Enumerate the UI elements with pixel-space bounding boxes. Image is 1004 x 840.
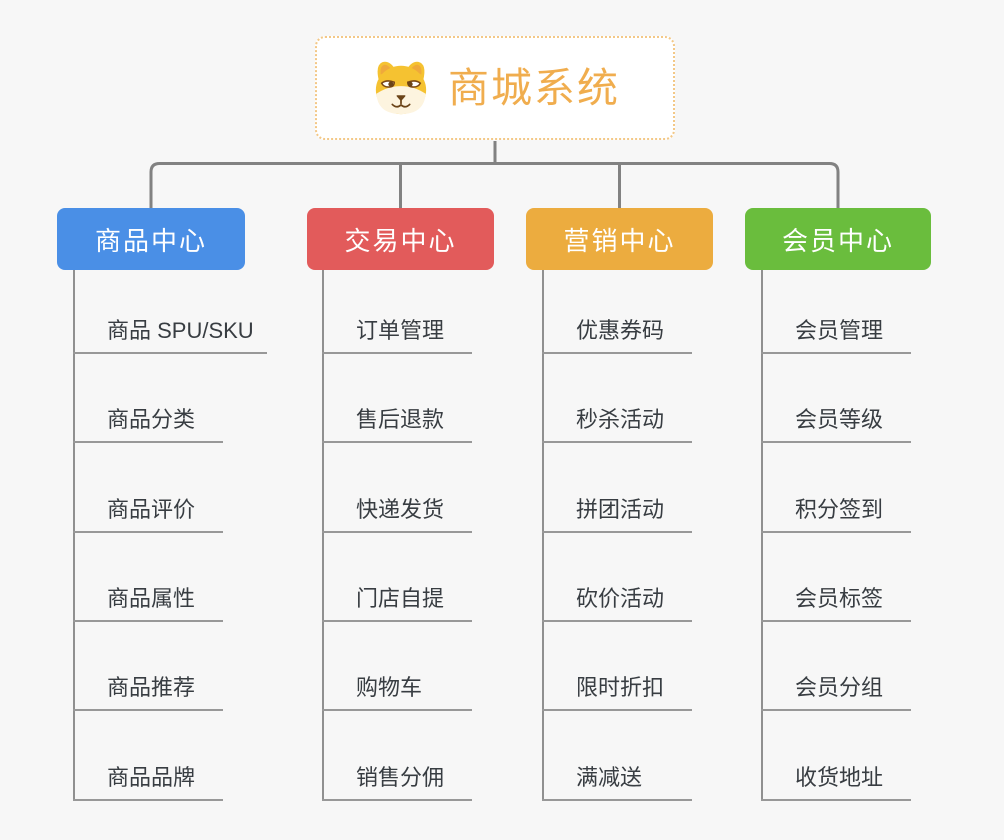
leaf-item[interactable]: 订单管理	[322, 308, 472, 354]
leaf-item[interactable]: 会员标签	[761, 576, 911, 622]
leaf-item[interactable]: 商品分类	[73, 397, 223, 443]
leaf-item[interactable]: 快递发货	[322, 487, 472, 533]
branch-node-trade-center[interactable]: 交易中心	[307, 208, 494, 270]
branch-label: 交易中心	[344, 225, 457, 256]
branch-node-product-center[interactable]: 商品中心	[57, 208, 245, 270]
leaf-item[interactable]: 拼团活动	[542, 487, 692, 533]
leaf-item[interactable]: 商品品牌	[73, 755, 223, 801]
shiba-dog-icon	[375, 61, 427, 115]
leaf-item[interactable]: 砍价活动	[542, 576, 692, 622]
leaf-item[interactable]: 商品 SPU/SKU	[73, 308, 267, 354]
leaf-item[interactable]: 限时折扣	[542, 665, 692, 711]
leaf-item[interactable]: 会员管理	[761, 308, 911, 354]
leaf-item[interactable]: 积分签到	[761, 487, 911, 533]
leaf-item[interactable]: 销售分佣	[322, 755, 472, 801]
leaf-item[interactable]: 商品属性	[73, 576, 223, 622]
branch-node-member-center[interactable]: 会员中心	[745, 208, 931, 270]
branch-node-marketing-center[interactable]: 营销中心	[526, 208, 713, 270]
leaf-item[interactable]: 会员等级	[761, 397, 911, 443]
leaf-item[interactable]: 收货地址	[761, 755, 911, 801]
root-title: 商城系统	[448, 64, 620, 111]
leaf-item[interactable]: 商品推荐	[73, 665, 223, 711]
leaf-item[interactable]: 会员分组	[761, 665, 911, 711]
leaf-item[interactable]: 满减送	[542, 755, 692, 801]
leaf-item[interactable]: 售后退款	[322, 397, 472, 443]
root-node[interactable]: 商城系统	[315, 36, 675, 140]
leaf-item[interactable]: 购物车	[322, 665, 472, 711]
leaf-item[interactable]: 门店自提	[322, 576, 472, 622]
leaf-item[interactable]: 商品评价	[73, 487, 223, 533]
leaf-item[interactable]: 秒杀活动	[542, 397, 692, 443]
branch-label: 商品中心	[94, 225, 207, 256]
branch-label: 会员中心	[781, 225, 894, 256]
branch-label: 营销中心	[563, 225, 676, 256]
leaf-item[interactable]: 优惠券码	[542, 308, 692, 354]
